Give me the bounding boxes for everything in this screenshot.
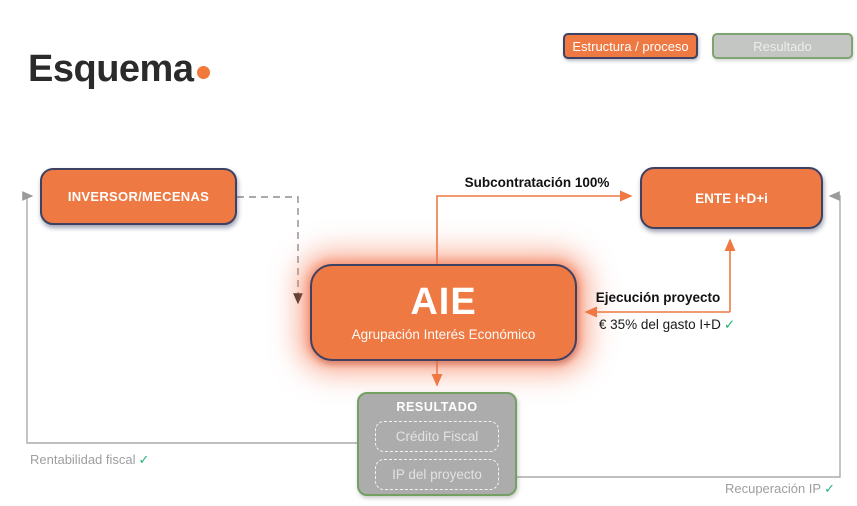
label-recuperacion-ip: Recuperación IP✓ <box>725 481 835 497</box>
label-subcontratacion: Subcontratación 100% <box>464 175 610 190</box>
node-aie-label: AIE <box>410 281 477 323</box>
label-gasto-idi: € 35% del gasto I+D✓ <box>584 317 750 333</box>
label-ejecucion-proyecto: Ejecución proyecto <box>595 290 721 305</box>
node-aie: AIE Agrupación Interés Económico <box>310 264 577 361</box>
arrow-ip-to-ente <box>517 191 841 478</box>
check-icon: ✓ <box>138 452 150 467</box>
label-rentabilidad-text: Rentabilidad fiscal <box>30 452 136 467</box>
legend-resultado-button[interactable]: Resultado <box>712 33 853 59</box>
label-rentabilidad-fiscal: Rentabilidad fiscal✓ <box>30 452 149 468</box>
credito-fiscal-label: Crédito Fiscal <box>395 429 479 444</box>
arrow-aie-to-ente-subcontratacion <box>436 190 633 264</box>
node-aie-sublabel: Agrupación Interés Económico <box>351 327 536 342</box>
label-gasto-idi-text: € 35% del gasto I+D <box>598 317 721 332</box>
resultado-item-ip-proyecto: IP del proyecto <box>375 459 499 490</box>
node-ente-idi: ENTE I+D+i <box>640 167 823 229</box>
check-icon: ✓ <box>824 481 835 496</box>
node-ente-label: ENTE I+D+i <box>695 190 768 206</box>
legend-resultado-label: Resultado <box>753 38 812 54</box>
node-inversor-label: INVERSOR/MECENAS <box>67 189 210 204</box>
label-recuperacion-text: Recuperación IP <box>724 481 822 496</box>
title-accent-dot <box>197 66 211 79</box>
arrow-inversor-to-aie-dashed <box>237 196 303 305</box>
legend-estructura-proceso-button[interactable]: Estructura / proceso <box>563 33 698 59</box>
arrow-credito-to-inversor <box>22 191 357 444</box>
legend-estructura-label: Estructura / proceso <box>572 38 689 54</box>
node-inversor-mecenas: INVERSOR/MECENAS <box>40 168 237 225</box>
resultado-item-credito-fiscal: Crédito Fiscal <box>375 421 499 452</box>
check-icon: ✓ <box>723 317 736 332</box>
page-title-text: Esquema <box>28 48 194 90</box>
node-resultado-label: RESULTADO <box>396 400 478 414</box>
page-title: Esquema <box>28 48 211 91</box>
node-resultado: RESULTADO Crédito Fiscal IP del proyecto <box>357 392 517 496</box>
ip-proyecto-label: IP del proyecto <box>392 467 482 482</box>
